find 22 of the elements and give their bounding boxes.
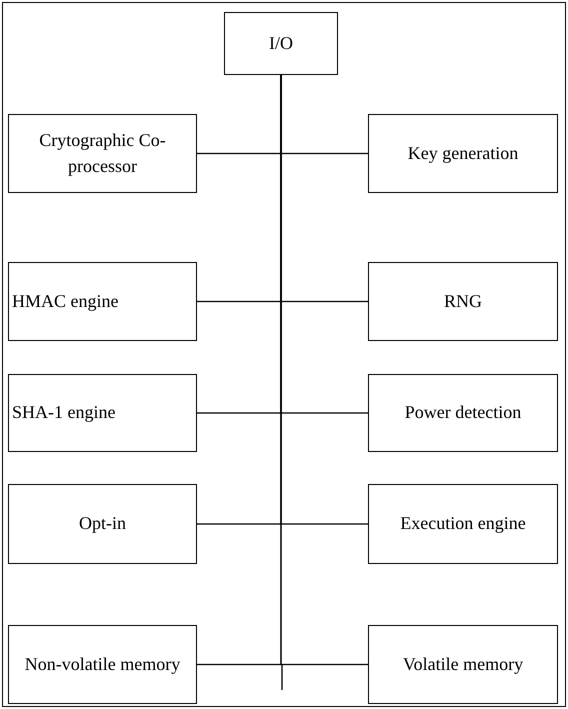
component-box — [8, 625, 197, 704]
component-box — [8, 262, 197, 341]
box-label: Power detection — [404, 401, 522, 424]
component-box — [368, 114, 558, 193]
box-label: I/O — [269, 32, 293, 55]
box-label: RNG — [444, 290, 482, 313]
component-box — [368, 484, 558, 564]
component-box — [8, 114, 197, 193]
box-label: Volatile memory — [402, 652, 524, 676]
box-label: Non-volatile memory — [24, 652, 180, 676]
component-box — [8, 484, 197, 564]
component-box — [368, 374, 558, 452]
component-box — [368, 625, 558, 704]
box-label: Opt-in — [79, 512, 126, 536]
box-label: HMAC engine — [12, 290, 118, 313]
component-box — [224, 12, 338, 75]
component-box — [8, 374, 197, 452]
box-label: Crytographic Co-processor — [38, 129, 167, 178]
component-box — [368, 262, 558, 341]
box-label: Key generation — [408, 142, 518, 165]
box-label: Execution engine — [400, 512, 526, 536]
box-label: SHA-1 engine — [12, 401, 116, 424]
